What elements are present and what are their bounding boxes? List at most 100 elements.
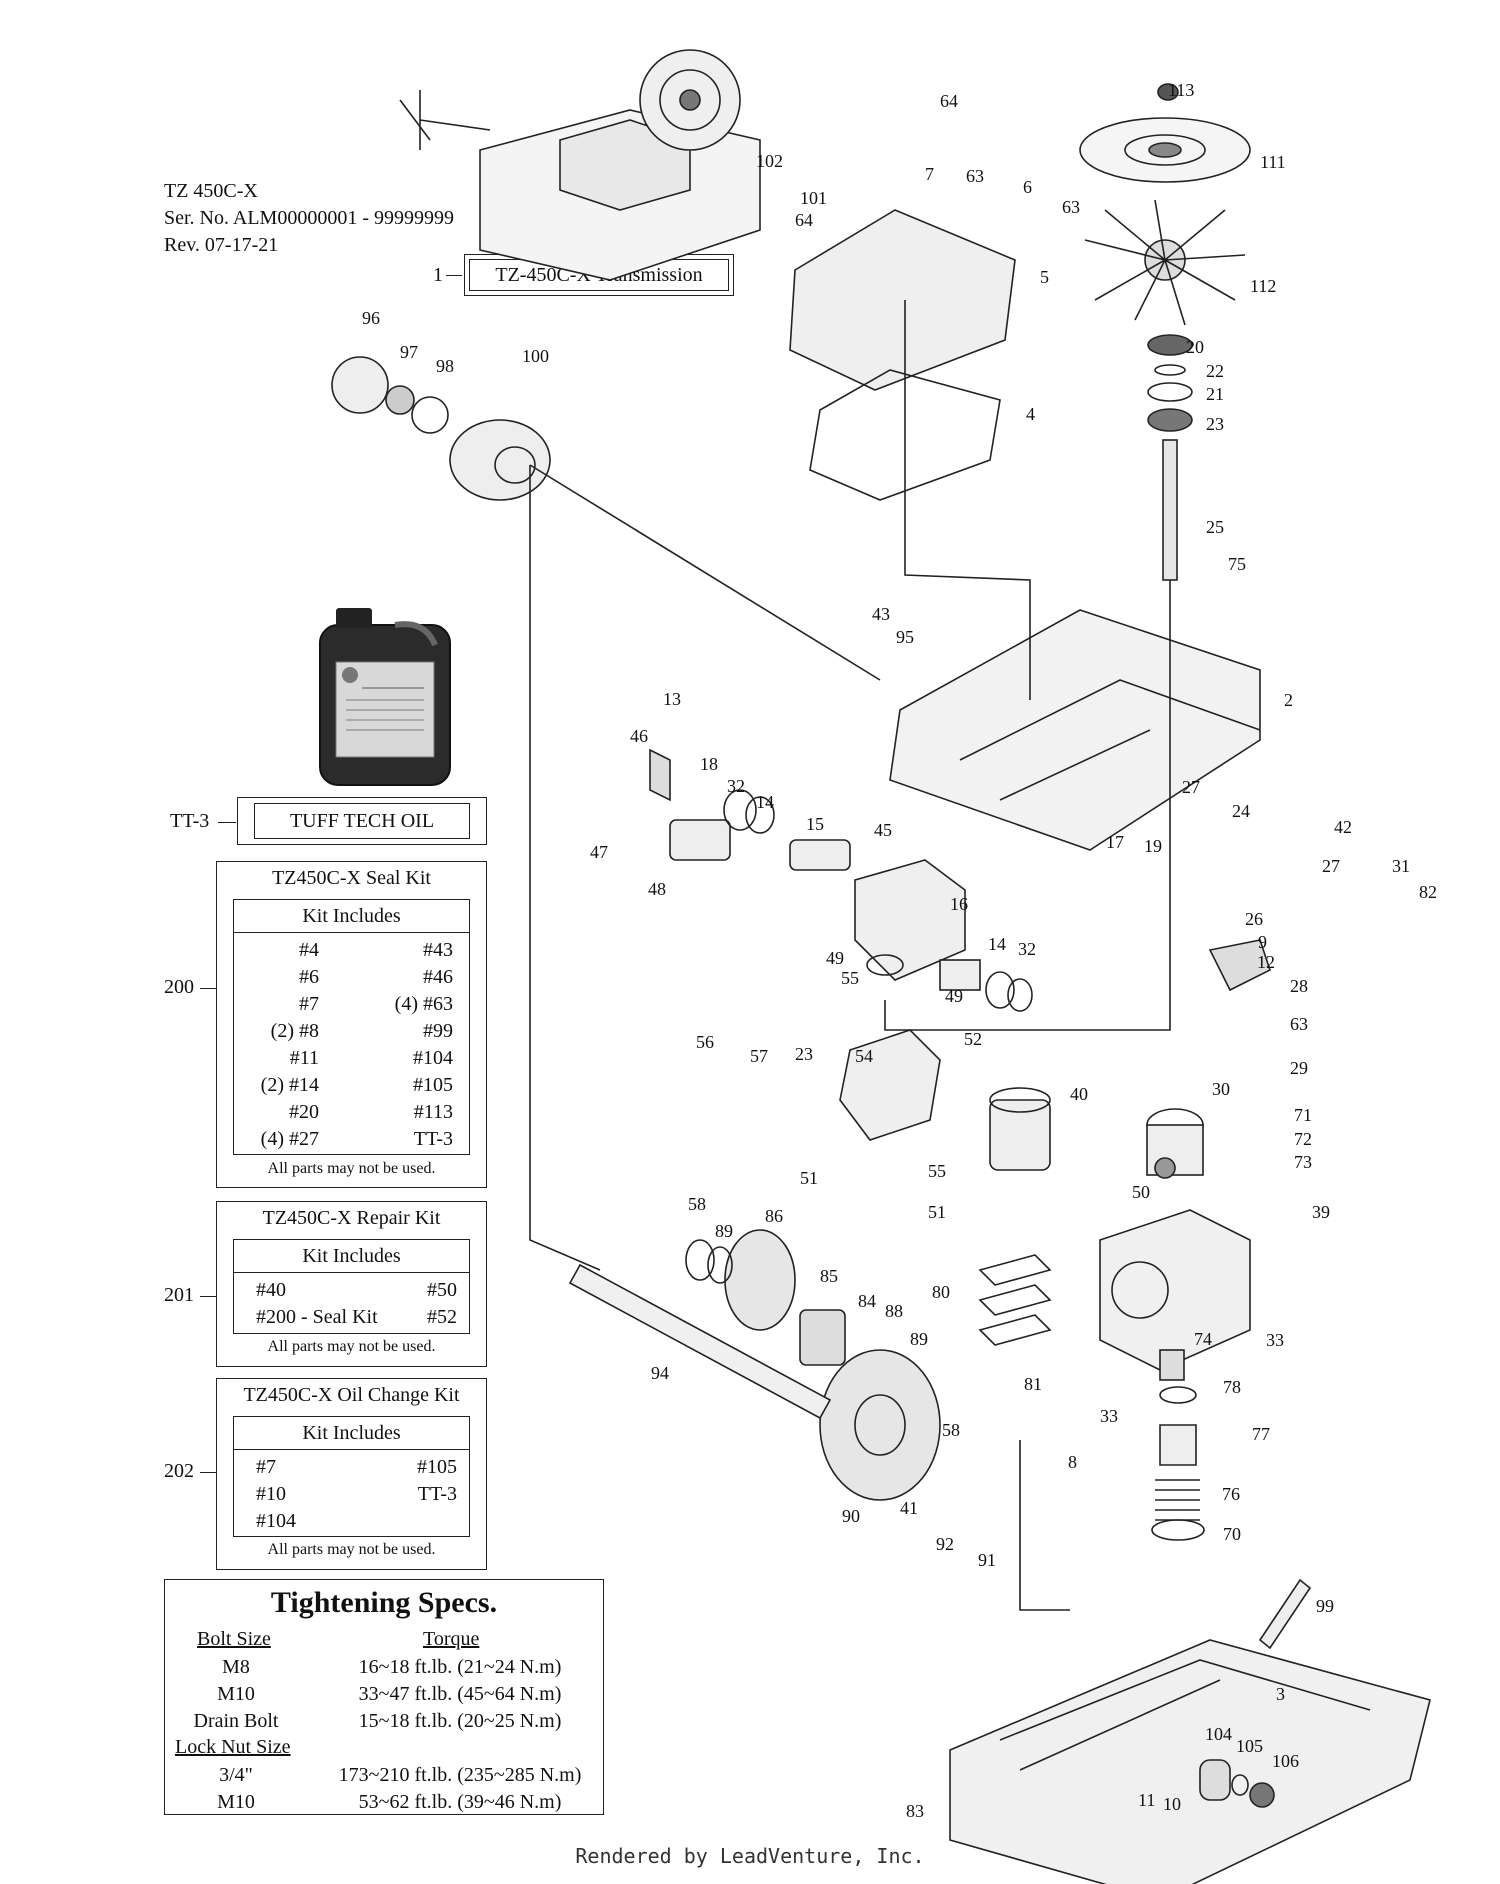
part-callout[interactable]: 20 <box>1186 337 1204 357</box>
part-callout[interactable]: 10 <box>1163 1794 1181 1814</box>
part-callout[interactable]: 33 <box>1100 1406 1118 1426</box>
part-callout[interactable]: 32 <box>1018 939 1036 959</box>
part-callout[interactable]: 3 <box>1276 1684 1285 1704</box>
part-callout[interactable]: 95 <box>896 627 914 647</box>
part-callout[interactable]: 45 <box>874 820 892 840</box>
part-callout[interactable]: 16 <box>950 894 968 914</box>
part-callout[interactable]: 72 <box>1294 1129 1312 1149</box>
oil-change-kit-box[interactable]: TZ450C-X Oil Change Kit Kit Includes #7 … <box>216 1378 487 1570</box>
part-callout[interactable]: 27 <box>1182 777 1200 797</box>
part-callout[interactable]: 56 <box>696 1032 714 1052</box>
part-callout[interactable]: 97 <box>400 342 418 362</box>
part-callout[interactable]: 64 <box>795 210 813 230</box>
part-callout[interactable]: 71 <box>1294 1105 1312 1125</box>
part-callout[interactable]: 106 <box>1272 1751 1299 1771</box>
part-callout[interactable]: 18 <box>700 754 718 774</box>
part-callout[interactable]: 40 <box>1070 1084 1088 1104</box>
part-callout[interactable]: 48 <box>648 879 666 899</box>
part-callout[interactable]: 6 <box>1023 177 1032 197</box>
part-callout[interactable]: 57 <box>750 1046 768 1066</box>
part-callout[interactable]: 89 <box>715 1221 733 1241</box>
part-callout[interactable]: 29 <box>1290 1058 1308 1078</box>
part-callout[interactable]: 14 <box>988 934 1006 954</box>
part-callout[interactable]: 30 <box>1212 1079 1230 1099</box>
part-callout[interactable]: 78 <box>1223 1377 1241 1397</box>
part-callout[interactable]: 22 <box>1206 361 1224 381</box>
part-callout[interactable]: 41 <box>900 1498 918 1518</box>
part-callout[interactable]: 8 <box>1068 1452 1077 1472</box>
part-callout[interactable]: 14 <box>756 792 774 812</box>
seal-kit-box[interactable]: TZ450C-X Seal Kit Kit Includes #4 #6 #7 … <box>216 861 487 1188</box>
part-callout[interactable]: 89 <box>910 1329 928 1349</box>
part-callout[interactable]: 23 <box>1206 414 1224 434</box>
part-callout[interactable]: 58 <box>688 1194 706 1214</box>
part-callout[interactable]: 31 <box>1392 856 1410 876</box>
part-callout[interactable]: 52 <box>964 1029 982 1049</box>
part-callout[interactable]: 75 <box>1228 554 1246 574</box>
part-callout[interactable]: 83 <box>906 1801 924 1821</box>
part-callout[interactable]: 91 <box>978 1550 996 1570</box>
part-callout[interactable]: 24 <box>1232 801 1250 821</box>
part-callout[interactable]: 94 <box>651 1363 669 1383</box>
part-callout[interactable]: 55 <box>928 1161 946 1181</box>
part-callout[interactable]: 26 <box>1245 909 1263 929</box>
part-callout[interactable]: 104 <box>1205 1724 1232 1744</box>
part-callout[interactable]: 13 <box>663 689 681 709</box>
part-callout[interactable]: 63 <box>966 166 984 186</box>
part-callout[interactable]: 39 <box>1312 1202 1330 1222</box>
part-callout[interactable]: 63 <box>1290 1014 1308 1034</box>
part-callout[interactable]: 55 <box>841 968 859 988</box>
part-callout[interactable]: 5 <box>1040 267 1049 287</box>
part-callout[interactable]: 25 <box>1206 517 1224 537</box>
part-callout[interactable]: 111 <box>1260 152 1286 172</box>
part-callout[interactable]: 63 <box>1062 197 1080 217</box>
part-callout[interactable]: 46 <box>630 726 648 746</box>
part-callout[interactable]: 90 <box>842 1506 860 1526</box>
part-callout[interactable]: 85 <box>820 1266 838 1286</box>
part-callout[interactable]: 99 <box>1316 1596 1334 1616</box>
part-callout[interactable]: 100 <box>522 346 549 366</box>
part-callout[interactable]: 49 <box>945 986 963 1006</box>
part-callout[interactable]: 80 <box>932 1282 950 1302</box>
repair-kit-box[interactable]: TZ450C-X Repair Kit Kit Includes #40 #20… <box>216 1201 487 1367</box>
part-callout[interactable]: 54 <box>855 1046 873 1066</box>
part-callout[interactable]: 28 <box>1290 976 1308 996</box>
part-callout[interactable]: 21 <box>1206 384 1224 404</box>
part-callout[interactable]: 73 <box>1294 1152 1312 1172</box>
part-callout[interactable]: 105 <box>1236 1736 1263 1756</box>
oil-title-box[interactable]: TUFF TECH OIL <box>237 797 487 845</box>
part-callout[interactable]: 33 <box>1266 1330 1284 1350</box>
part-callout[interactable]: 88 <box>885 1301 903 1321</box>
part-callout[interactable]: 50 <box>1132 1182 1150 1202</box>
part-callout[interactable]: 101 <box>800 188 827 208</box>
part-callout[interactable]: 42 <box>1334 817 1352 837</box>
part-callout[interactable]: 2 <box>1284 690 1293 710</box>
part-callout[interactable]: 98 <box>436 356 454 376</box>
part-callout[interactable]: 77 <box>1252 1424 1270 1444</box>
part-callout[interactable]: 9 <box>1258 932 1267 952</box>
part-callout[interactable]: 82 <box>1419 882 1437 902</box>
part-callout[interactable]: 11 <box>1138 1790 1155 1810</box>
part-callout[interactable]: 23 <box>795 1044 813 1064</box>
part-callout[interactable]: 17 <box>1106 832 1124 852</box>
part-callout[interactable]: 112 <box>1250 276 1276 296</box>
part-callout[interactable]: 51 <box>800 1168 818 1188</box>
part-callout[interactable]: 43 <box>872 604 890 624</box>
part-callout[interactable]: 84 <box>858 1291 876 1311</box>
part-callout[interactable]: 12 <box>1257 952 1275 972</box>
part-callout[interactable]: 32 <box>727 776 745 796</box>
part-callout[interactable]: 86 <box>765 1206 783 1226</box>
part-callout[interactable]: 49 <box>826 948 844 968</box>
part-callout[interactable]: 70 <box>1223 1524 1241 1544</box>
part-callout[interactable]: 51 <box>928 1202 946 1222</box>
part-callout[interactable]: 76 <box>1222 1484 1240 1504</box>
part-callout[interactable]: 7 <box>925 164 934 184</box>
part-callout[interactable]: 58 <box>942 1420 960 1440</box>
part-callout[interactable]: 81 <box>1024 1374 1042 1394</box>
part-callout[interactable]: 102 <box>756 151 783 171</box>
part-callout[interactable]: 19 <box>1144 836 1162 856</box>
part-callout[interactable]: 15 <box>806 814 824 834</box>
part-callout[interactable]: 4 <box>1026 404 1035 424</box>
part-callout[interactable]: 92 <box>936 1534 954 1554</box>
part-callout[interactable]: 47 <box>590 842 608 862</box>
